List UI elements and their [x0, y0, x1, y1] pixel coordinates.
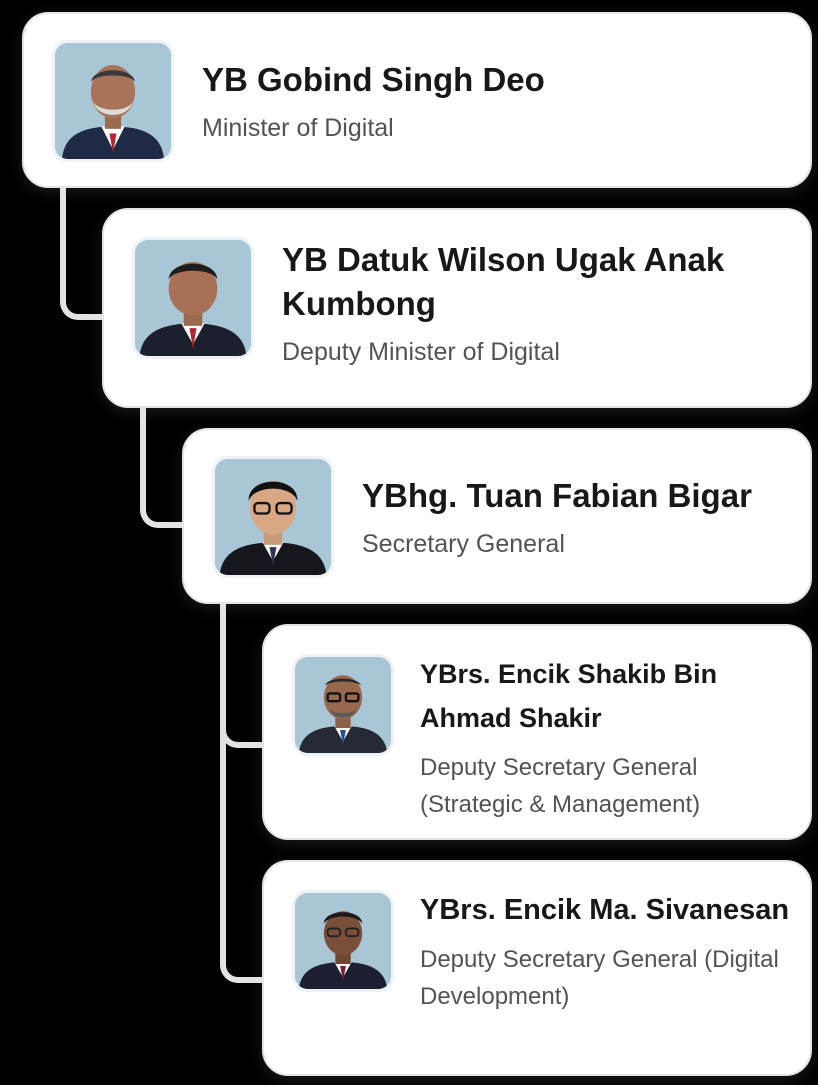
connector-secretary-general-to-dsg-digital: [220, 598, 268, 983]
portrait-photo: [212, 456, 334, 578]
person-portrait-icon: [215, 459, 331, 575]
person-portrait-icon: [55, 43, 171, 159]
person-portrait-icon: [295, 893, 391, 989]
member-name: YBrs. Encik Shakib Bin Ahmad Shakir: [420, 659, 718, 733]
portrait-photo: [52, 40, 174, 162]
org-card-dsg-strategic-management: YBrs. Encik Shakib Bin Ahmad Shakir Depu…: [262, 624, 812, 840]
member-role: Minister of Digital: [202, 114, 394, 142]
connector-minister-to-deputy-minister: [60, 180, 108, 320]
org-card-deputy-minister: YB Datuk Wilson Ugak Anak Kumbong Deputy…: [102, 208, 812, 408]
member-role: Secretary General: [362, 530, 565, 558]
member-role: Deputy Secretary General (Digital Develo…: [420, 946, 779, 1010]
member-role: Deputy Secretary General (Strategic & Ma…: [420, 754, 701, 818]
portrait-photo: [292, 890, 394, 992]
portrait-photo: [132, 237, 254, 359]
org-card-minister: YB Gobind Singh Deo Minister of Digital: [22, 12, 812, 188]
person-portrait-icon: [135, 240, 251, 356]
member-name: YB Gobind Singh Deo: [202, 61, 545, 98]
member-role: Deputy Minister of Digital: [282, 338, 560, 366]
member-name: YB Datuk Wilson Ugak Anak Kumbong: [282, 241, 725, 322]
portrait-photo: [292, 654, 394, 756]
member-name: YBhg. Tuan Fabian Bigar: [362, 477, 752, 514]
connector-deputy-minister-to-secretary-general: [140, 400, 188, 528]
person-portrait-icon: [295, 657, 391, 753]
org-card-secretary-general: YBhg. Tuan Fabian Bigar Secretary Genera…: [182, 428, 812, 604]
member-name: YBrs. Encik Ma. Sivanesan: [420, 894, 790, 926]
org-card-dsg-digital-development: YBrs. Encik Ma. Sivanesan Deputy Secreta…: [262, 860, 812, 1076]
